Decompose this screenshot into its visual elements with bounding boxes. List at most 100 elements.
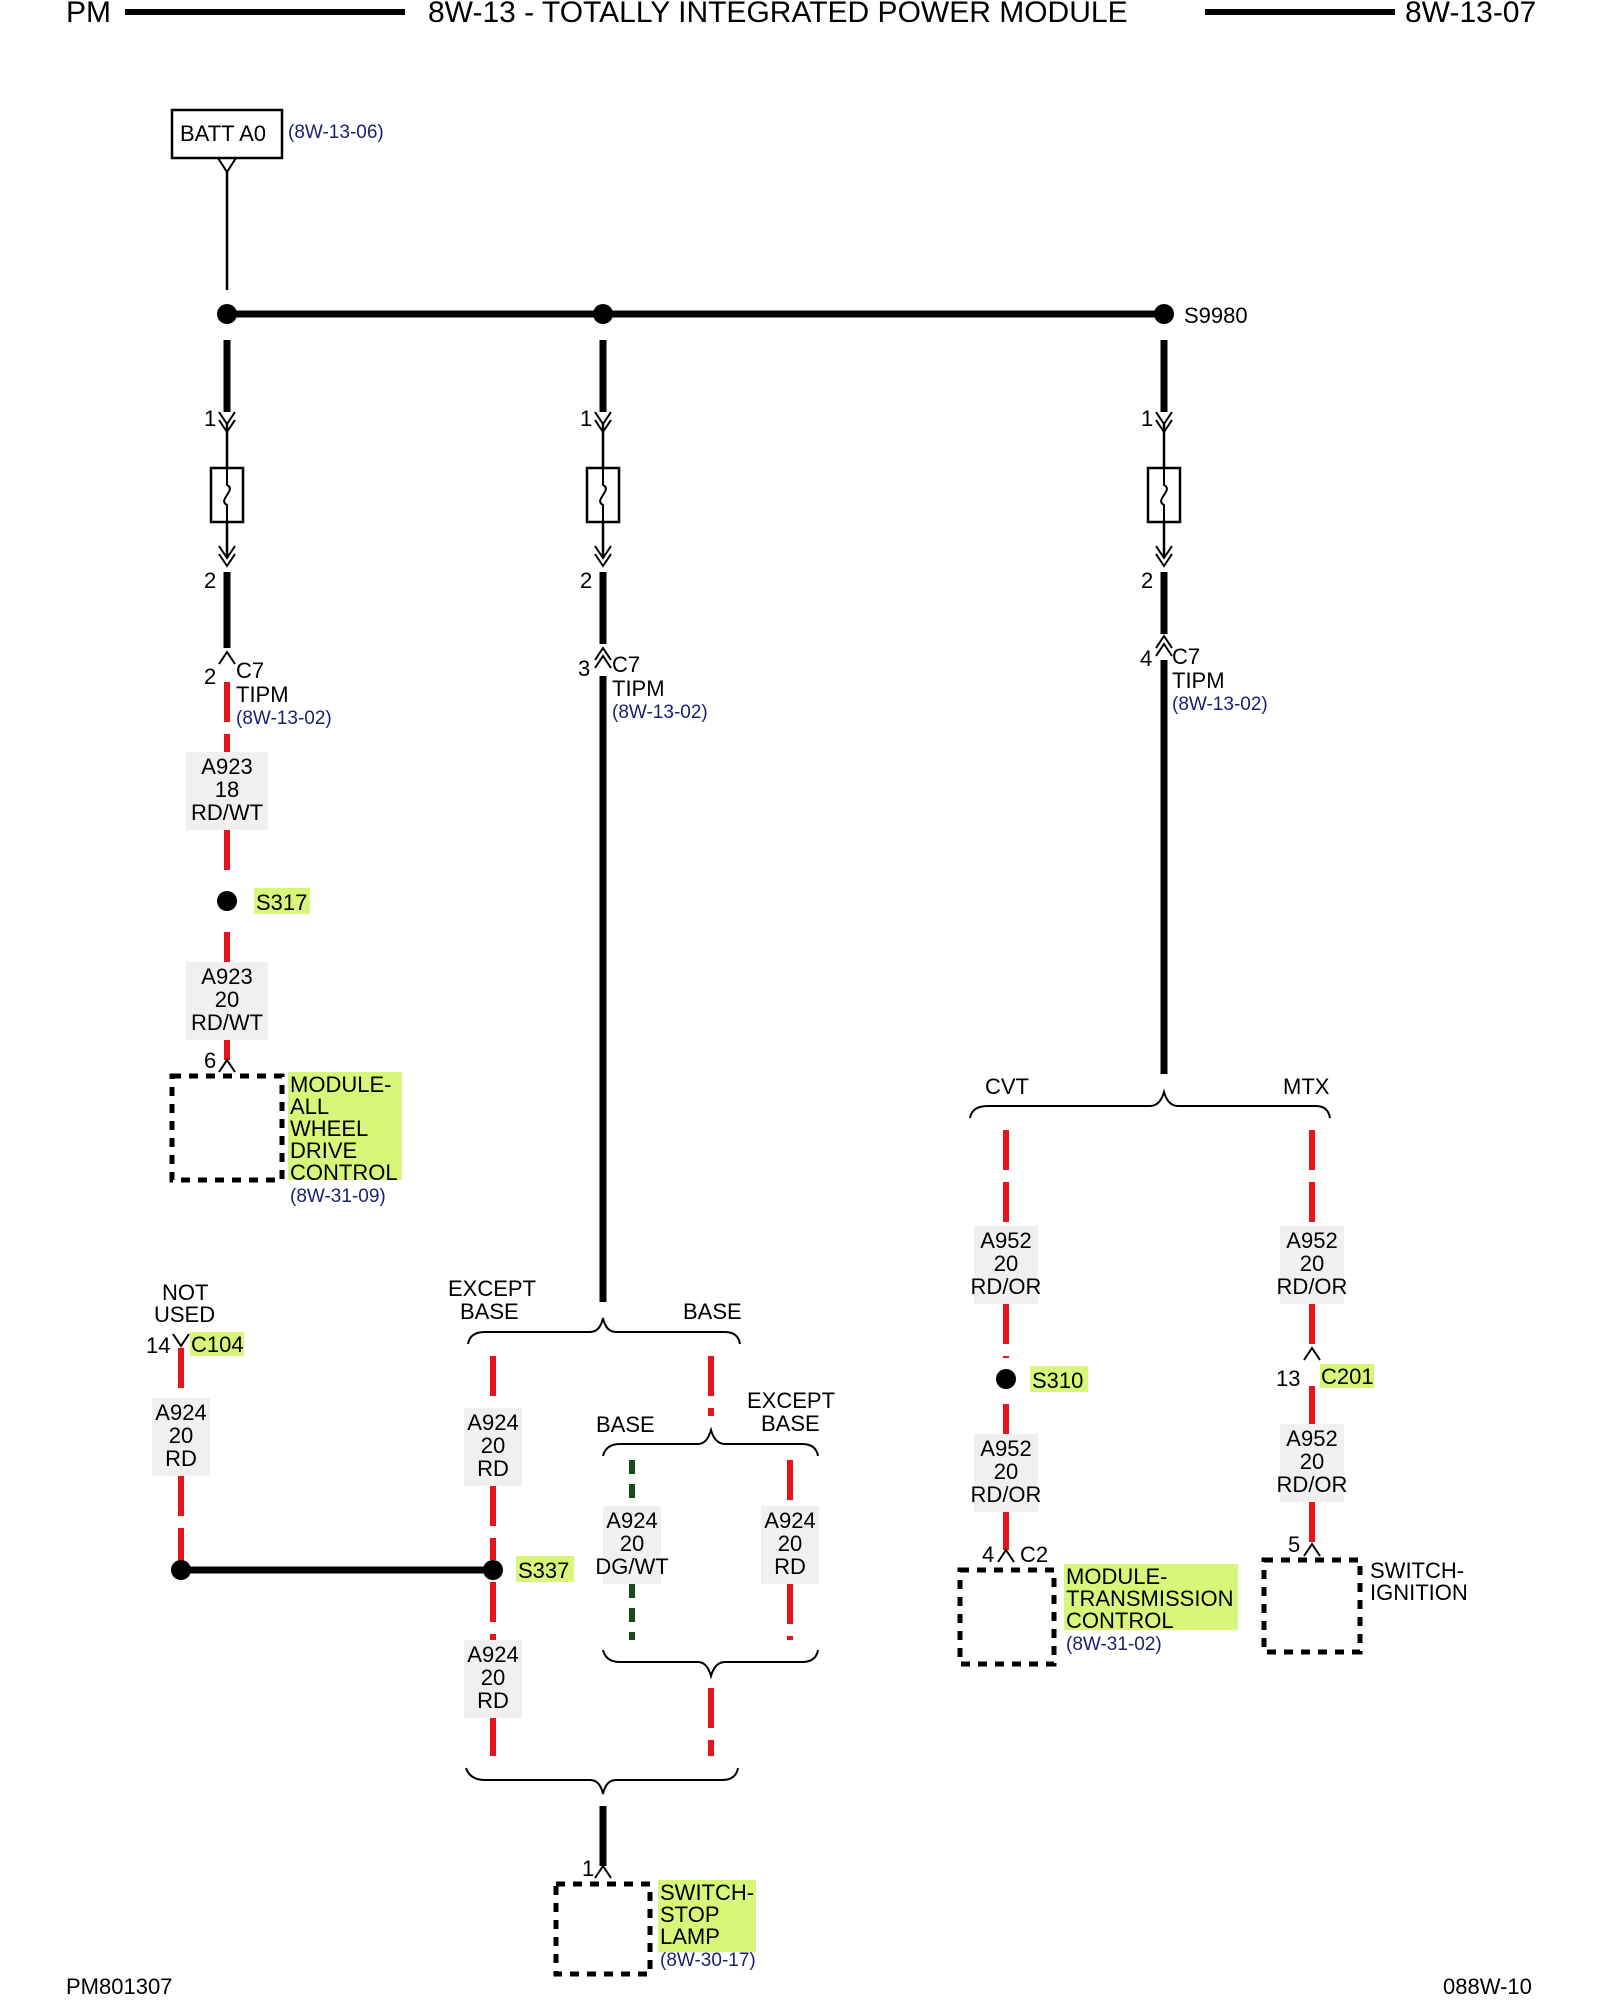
batt-a0-ref: (8W-13-06) (288, 122, 384, 143)
tcm-line-3: CONTROL (1066, 1608, 1174, 1633)
c7-connector-1: C7 (236, 658, 264, 683)
tipm-label-2: TIPM (612, 676, 665, 701)
mtx-wire2-gauge: 20 (1300, 1449, 1324, 1474)
awd-module-line-4: DRIVE (290, 1138, 357, 1163)
fuse2-pin-out: 2 (580, 568, 592, 593)
header-left: PM (66, 0, 111, 29)
wire-a924-dgwt-color: DG/WT (595, 1554, 668, 1579)
wire-a923-20-circuit: A923 (201, 964, 252, 989)
split2-except-1: EXCEPT (747, 1388, 835, 1413)
wire-a924-dgwt-gauge: 20 (620, 1531, 644, 1556)
header-page-number: 8W-13-07 (1405, 0, 1536, 29)
tipm-label-1: TIPM (236, 682, 289, 707)
wire-a923-gauge: 18 (215, 777, 239, 802)
splice-s9980: S9980 (1184, 303, 1248, 328)
wire-a924-a-color: RD (477, 1456, 509, 1481)
footer-right: 088W-10 (1443, 1974, 1532, 1999)
awd-module-box (169, 1073, 285, 1183)
c201-pin: 13 (1276, 1366, 1300, 1391)
cvt-wire1-circuit: A952 (980, 1228, 1031, 1253)
stop-lamp-pin: 1 (582, 1856, 594, 1881)
not-used-1: NOT (162, 1280, 208, 1305)
cvt-wire2-circuit: A952 (980, 1436, 1031, 1461)
wire-a923-20-gauge: 20 (215, 987, 239, 1012)
tcm-connector-c2: C2 (1020, 1542, 1048, 1567)
split2-except-2: BASE (761, 1411, 820, 1436)
cvt-wire2-color: RD/OR (971, 1482, 1042, 1507)
batt-a0-label: BATT A0 (180, 121, 266, 146)
cvt-wire1-color: RD/OR (971, 1274, 1042, 1299)
batt-a0-source: BATT A0 (8W-13-06) (170, 108, 384, 290)
header-title: 8W-13 - TOTALLY INTEGRATED POWER MODULE (428, 0, 1128, 29)
fuse2-pin-in: 1 (580, 406, 592, 431)
split-cvt: CVT (985, 1074, 1029, 1099)
wire-a923-20-color: RD/WT (191, 1010, 263, 1035)
ign-line-2: IGNITION (1370, 1580, 1468, 1605)
fuse-column-1: 1 2 (204, 340, 245, 648)
awd-module-pin: 6 (204, 1048, 216, 1073)
stop-lamp-line-2: STOP (660, 1902, 720, 1927)
awd-module-line-5: CONTROL (290, 1160, 398, 1185)
splice-s317: S317 (256, 890, 307, 915)
branch-awd: 2 C7 TIPM (8W-13-02) A923 18 RD/WT S317 … (169, 650, 402, 1207)
c7-pin-2: 2 (204, 664, 216, 689)
wire-a924-b-circuit: A924 (467, 1642, 518, 1667)
ign-pin: 5 (1288, 1532, 1300, 1557)
tipm-ref-2: (8W-13-02) (612, 702, 708, 723)
split-except-base-1: EXCEPT (448, 1276, 536, 1301)
wire-nu-gauge: 20 (169, 1423, 193, 1448)
split-except-base-2: BASE (460, 1299, 519, 1324)
split-base: BASE (683, 1299, 742, 1324)
footer-left: PM801307 (66, 1974, 172, 1999)
c7-pin-3: 3 (578, 656, 590, 681)
ignition-switch-box (1261, 1557, 1363, 1655)
c104-pin: 14 (146, 1333, 170, 1358)
splice-dot-s310 (996, 1369, 1016, 1389)
tipm-ref-3: (8W-13-02) (1172, 694, 1268, 715)
connector-c201: C201 (1321, 1364, 1374, 1389)
wire-a924-a-gauge: 20 (481, 1433, 505, 1458)
splice-dot-s317 (217, 891, 237, 911)
mtx-wire1-circuit: A952 (1286, 1228, 1337, 1253)
wire-a924-b-color: RD (477, 1688, 509, 1713)
stop-lamp-line-1: SWITCH- (660, 1880, 754, 1905)
cvt-wire1-gauge: 20 (994, 1251, 1018, 1276)
awd-module-line-1: MODULE- (290, 1072, 391, 1097)
wire-a923-circuit: A923 (201, 754, 252, 779)
splice-dot-s337 (483, 1560, 503, 1580)
wire-a924-exc-gauge: 20 (778, 1531, 802, 1556)
tcm-line-2: TRANSMISSION (1066, 1586, 1233, 1611)
awd-module-ref: (8W-31-09) (290, 1186, 386, 1207)
mtx-wire1-gauge: 20 (1300, 1251, 1324, 1276)
tipm-label-3: TIPM (1172, 668, 1225, 693)
not-used-2: USED (154, 1302, 215, 1327)
c7-pin-4: 4 (1140, 646, 1152, 671)
fuse1-pin-out: 2 (204, 568, 216, 593)
split-mtx: MTX (1283, 1074, 1330, 1099)
fuse3-pin-out: 2 (1141, 568, 1153, 593)
splice-s310: S310 (1032, 1368, 1083, 1393)
fuse-column-2: 1 2 (580, 340, 621, 644)
wire-a924-a-circuit: A924 (467, 1410, 518, 1435)
tipm-ref-1: (8W-13-02) (236, 708, 332, 729)
wire-nu-circuit: A924 (155, 1400, 206, 1425)
wire-a924-dgwt-circuit: A924 (606, 1508, 657, 1533)
connector-c104: C104 (191, 1332, 244, 1357)
tcm-pin: 4 (982, 1542, 994, 1567)
awd-module-line-3: WHEEL (290, 1116, 368, 1141)
mtx-wire1-color: RD/OR (1277, 1274, 1348, 1299)
cvt-wire2-gauge: 20 (994, 1459, 1018, 1484)
power-bus: S9980 (217, 303, 1248, 328)
fuse3-pin-in: 1 (1141, 406, 1153, 431)
wire-nu-color: RD (165, 1446, 197, 1471)
wire-a923-color: RD/WT (191, 800, 263, 825)
split2-base: BASE (596, 1412, 655, 1437)
c7-connector-2: C7 (612, 652, 640, 677)
wire-a924-exc-circuit: A924 (764, 1508, 815, 1533)
splice-s337: S337 (518, 1558, 569, 1583)
fuse-column-3: 1 2 (1141, 340, 1182, 634)
mtx-wire2-circuit: A952 (1286, 1426, 1337, 1451)
page-header: PM 8W-13 - TOTALLY INTEGRATED POWER MODU… (66, 0, 1536, 29)
fuse1-pin-in: 1 (204, 406, 216, 431)
stop-lamp-switch-box (553, 1881, 653, 1977)
